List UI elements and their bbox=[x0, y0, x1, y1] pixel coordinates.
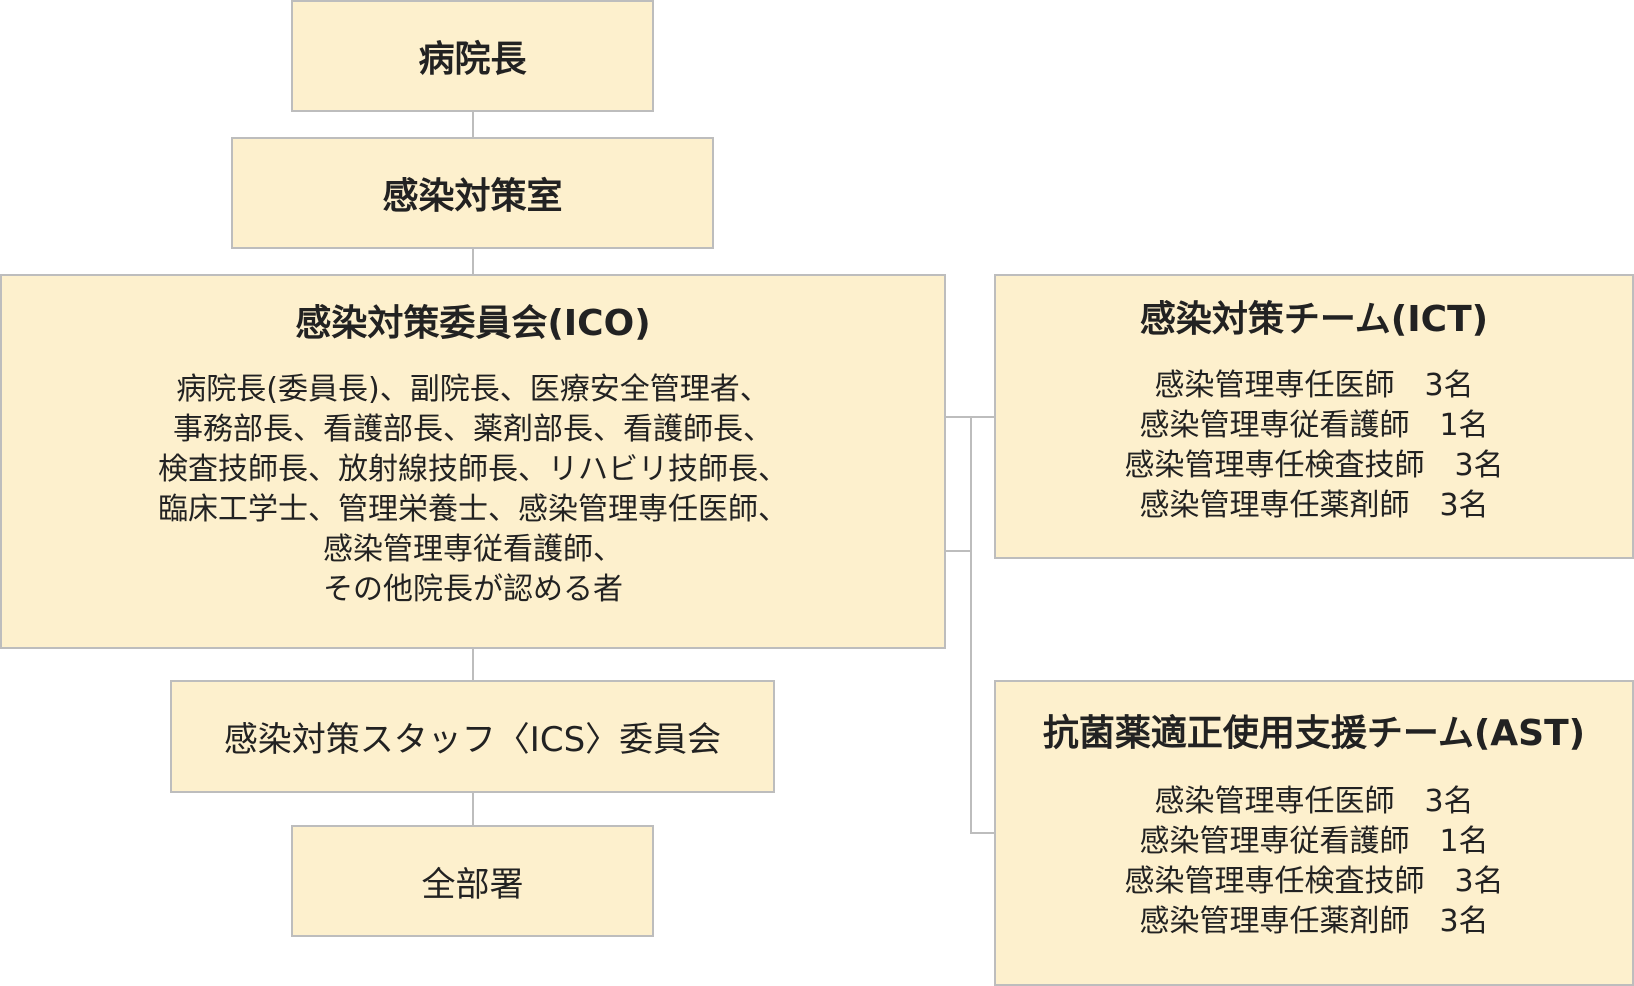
connector-trunk-ast bbox=[970, 832, 995, 834]
node-all-departments: 全部署 bbox=[291, 825, 654, 937]
node-label: 全部署 bbox=[421, 864, 524, 905]
ast-member: 感染管理専従看護師 1名 bbox=[1139, 824, 1489, 859]
ict-member: 感染管理専任薬剤師 3名 bbox=[1139, 488, 1489, 523]
ast-member: 感染管理専任薬剤師 3名 bbox=[1139, 904, 1489, 939]
connector-vertical-trunk bbox=[970, 416, 972, 834]
ast-title: 抗菌薬適正使用支援チーム(AST) bbox=[1042, 713, 1586, 754]
connector-ico-ics bbox=[472, 648, 474, 681]
node-label: 病院長 bbox=[418, 39, 527, 80]
connector-ics-all bbox=[472, 793, 474, 826]
ico-line: 病院長(委員長)、副院長、医療安全管理者、 bbox=[176, 372, 770, 407]
ict-member-list: 感染管理専任医師 3名 感染管理専従看護師 1名 感染管理専任検査技師 3名 感… bbox=[1124, 366, 1503, 526]
node-ics-committee: 感染対策スタッフ〈ICS〉委員会 bbox=[170, 680, 775, 793]
connector-ico-ast-horizontal bbox=[945, 550, 971, 552]
ast-member: 感染管理専任検査技師 3名 bbox=[1124, 864, 1504, 899]
node-label: 感染対策室 bbox=[382, 176, 563, 217]
ico-line: 事務部長、看護部長、薬剤部長、看護師長、 bbox=[173, 412, 773, 447]
connector-office-ico bbox=[472, 249, 474, 275]
node-hospital-director: 病院長 bbox=[291, 0, 654, 112]
ico-line: 感染管理専従看護師、 bbox=[323, 532, 623, 567]
ast-member-list: 感染管理専任医師 3名 感染管理専従看護師 1名 感染管理専任検査技師 3名 感… bbox=[1124, 782, 1503, 942]
ict-member: 感染管理専任検査技師 3名 bbox=[1124, 448, 1504, 483]
node-ast-team: 抗菌薬適正使用支援チーム(AST) 感染管理専任医師 3名 感染管理専従看護師 … bbox=[994, 680, 1634, 986]
ico-title: 感染対策委員会(ICO) bbox=[295, 303, 651, 344]
ico-line: その他院長が認める者 bbox=[323, 572, 623, 607]
node-ict-team: 感染対策チーム(ICT) 感染管理専任医師 3名 感染管理専従看護師 1名 感染… bbox=[994, 274, 1634, 559]
ico-line: 検査技師長、放射線技師長、リハビリ技師長、 bbox=[158, 452, 788, 487]
node-ico-committee: 感染対策委員会(ICO) 病院長(委員長)、副院長、医療安全管理者、 事務部長、… bbox=[0, 274, 946, 649]
ast-member: 感染管理専任医師 3名 bbox=[1154, 784, 1474, 819]
ico-line: 臨床工学士、管理栄養士、感染管理専任医師、 bbox=[158, 492, 788, 527]
connector-director-office bbox=[472, 112, 474, 138]
node-infection-control-office: 感染対策室 bbox=[231, 137, 714, 249]
ict-member: 感染管理専従看護師 1名 bbox=[1139, 408, 1489, 443]
ict-member: 感染管理専任医師 3名 bbox=[1154, 368, 1474, 403]
node-label: 感染対策スタッフ〈ICS〉委員会 bbox=[223, 720, 722, 760]
ict-title: 感染対策チーム(ICT) bbox=[1139, 299, 1489, 340]
